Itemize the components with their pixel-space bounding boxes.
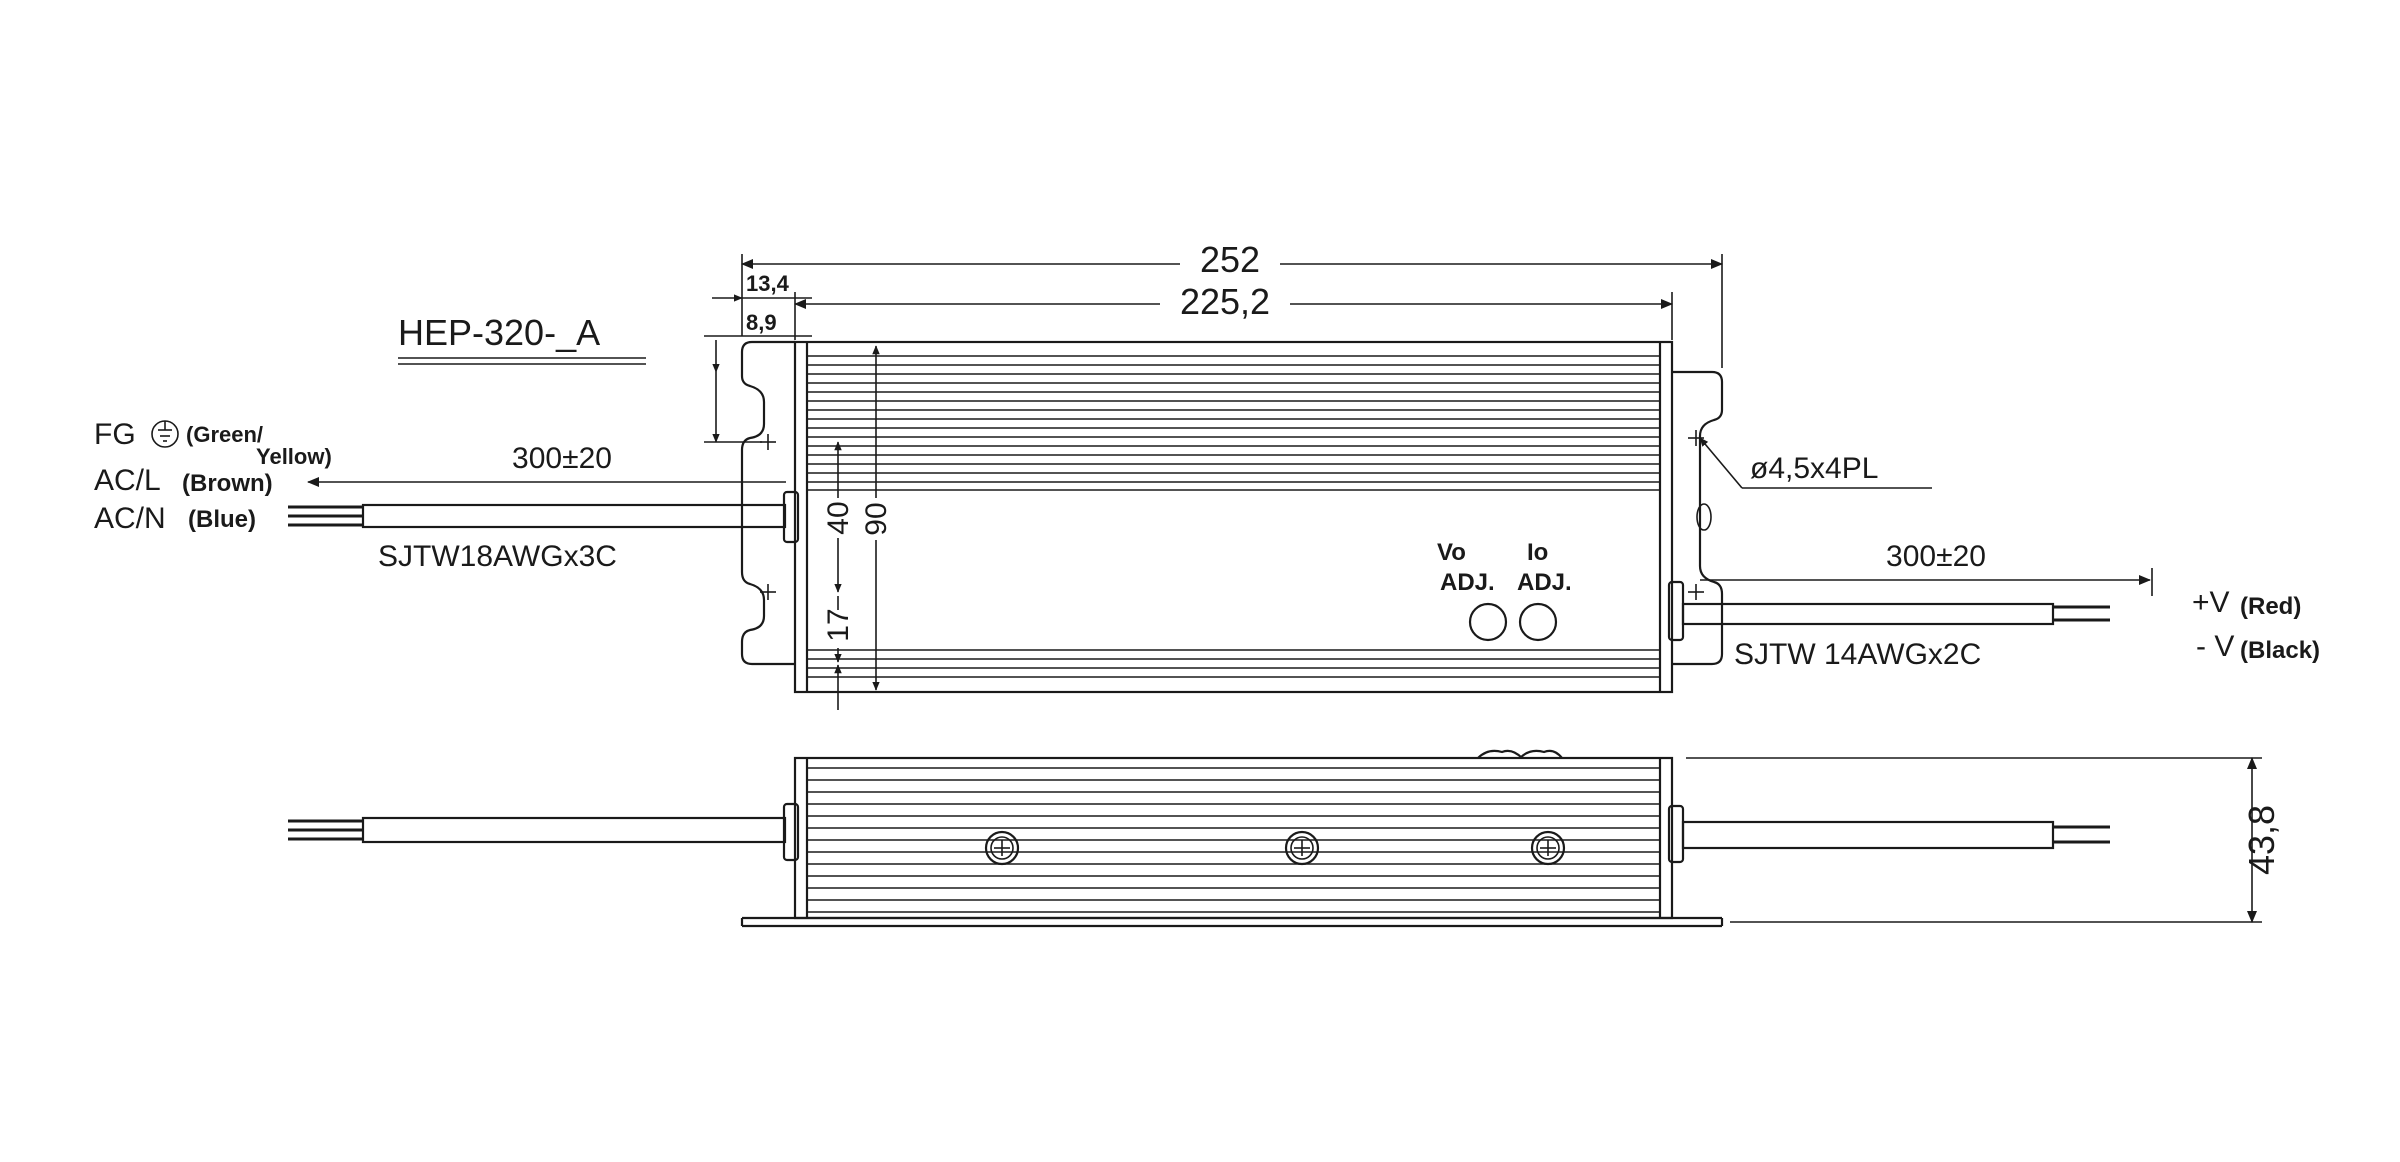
housing-fins-side bbox=[807, 767, 1660, 913]
vpos-label: +V bbox=[2192, 586, 2230, 619]
mount-hole-label: ø4,5x4PL bbox=[1750, 452, 1878, 485]
housing-fins-top bbox=[807, 355, 1660, 678]
side-input-cable bbox=[361, 816, 787, 844]
acl-color-label: (Brown) bbox=[182, 470, 273, 497]
top-view: HEP-320-_A bbox=[94, 239, 2320, 710]
right-flange-slot bbox=[1696, 503, 1712, 531]
mount-hole-leader bbox=[1699, 437, 1743, 489]
acn-label: AC/N bbox=[94, 502, 166, 535]
output-cable bbox=[1681, 602, 2055, 626]
io-label: Io bbox=[1527, 539, 1548, 566]
vo-adj-pot bbox=[1468, 602, 1508, 642]
output-cable-spec: SJTW 14AWGx2C bbox=[1734, 638, 1981, 671]
io-adj-label: ADJ. bbox=[1517, 569, 1572, 596]
vneg-color-label: (Black) bbox=[2240, 637, 2320, 664]
acn-color-label: (Blue) bbox=[188, 506, 256, 533]
left-flange bbox=[740, 340, 795, 666]
output-cable-length: 300±20 bbox=[1886, 540, 1986, 573]
input-cable-spec: SJTW18AWGx3C bbox=[378, 540, 617, 573]
acl-label: AC/L bbox=[94, 464, 161, 497]
housing-body-top bbox=[793, 340, 1674, 694]
side-pot-bump-2 bbox=[1519, 749, 1563, 759]
screw-icon-2 bbox=[1284, 830, 1320, 866]
dim-hole-spacing: 40 bbox=[822, 501, 855, 534]
dim-hole-edge: 17 bbox=[822, 608, 855, 641]
input-cable bbox=[361, 503, 787, 529]
dim-flange-inner: 8,9 bbox=[746, 310, 777, 335]
screw-icon-3 bbox=[1530, 830, 1566, 866]
side-output-cable bbox=[1681, 820, 2055, 850]
mount-hole-markers bbox=[760, 430, 1704, 600]
housing-body-side bbox=[793, 756, 1674, 920]
vo-adj-label: ADJ. bbox=[1440, 569, 1495, 596]
vpos-color-label: (Red) bbox=[2240, 593, 2301, 620]
fg-color-label-2: Yellow) bbox=[256, 444, 332, 469]
screw-icon-1 bbox=[984, 830, 1020, 866]
dim-overall-length: 252 bbox=[1200, 239, 1260, 280]
fg-label: FG bbox=[94, 418, 136, 451]
vo-label: Vo bbox=[1437, 539, 1466, 566]
dim-flange-outer: 13,4 bbox=[746, 271, 790, 296]
fg-color-label: (Green/ bbox=[186, 422, 263, 447]
dim-body-width: 90 bbox=[860, 502, 893, 535]
side-view: 43,8 bbox=[288, 749, 2282, 928]
dim-height: 43,8 bbox=[2241, 805, 2282, 875]
model-label: HEP-320-_A bbox=[398, 312, 600, 353]
dim-body-length: 225,2 bbox=[1180, 281, 1270, 322]
right-flange bbox=[1672, 370, 1724, 666]
io-adj-pot bbox=[1518, 602, 1558, 642]
input-cable-length: 300±20 bbox=[512, 442, 612, 475]
vneg-label: - V bbox=[2196, 630, 2234, 663]
ground-icon bbox=[151, 420, 179, 448]
side-pot-bump-1 bbox=[1477, 749, 1523, 759]
